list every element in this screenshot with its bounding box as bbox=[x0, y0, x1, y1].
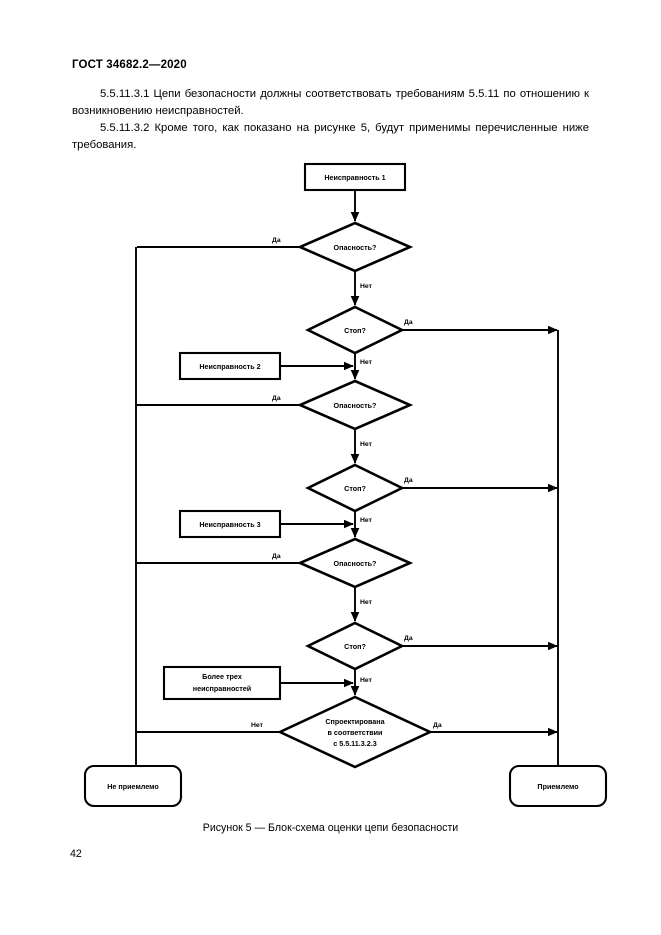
edge-label-danger1-yes: Да bbox=[272, 237, 281, 244]
paragraph-5-5-11-3-1: 5.5.11.3.1 Цепи безопасности должны соот… bbox=[72, 88, 589, 117]
edge-label-stop2-no: Нет bbox=[360, 517, 373, 524]
node-designed-per-clause-diamond bbox=[276, 695, 434, 769]
node-designed-per-clause-label-line2: в соответствии bbox=[328, 728, 383, 737]
node-fault-1-label: Неисправность 1 bbox=[324, 173, 385, 182]
node-more-than-three-faults-label-line1: Более трех bbox=[202, 672, 242, 681]
edge-label-designed-no: Нет bbox=[251, 722, 264, 729]
node-danger-3-label: Опасность? bbox=[334, 559, 377, 568]
edge-label-danger2-yes: Да bbox=[272, 395, 281, 402]
node-not-acceptable-label: Не приемлемо bbox=[107, 782, 159, 791]
node-designed-per-clause-label-line3: с 5.5.11.3.2.3 bbox=[333, 739, 377, 748]
edge-label-stop2-yes: Да bbox=[404, 477, 413, 484]
figure-caption: Рисунок 5 — Блок-схема оценки цепи безоп… bbox=[202, 822, 459, 834]
flowchart-svg: Неисправность 1 Опасность? Да Нет Стоп? … bbox=[83, 162, 608, 808]
page-number: 42 bbox=[70, 848, 82, 860]
node-acceptable-label: Приемлемо bbox=[537, 782, 579, 791]
node-acceptable-box bbox=[508, 764, 608, 808]
figure-5-flowchart: Неисправность 1 Опасность? Да Нет Стоп? … bbox=[0, 150, 661, 820]
paragraph-5-5-11-3-2: 5.5.11.3.2 Кроме того, как показано на р… bbox=[72, 122, 589, 151]
node-danger-2-label: Опасность? bbox=[334, 401, 377, 410]
node-fault-1-box bbox=[303, 162, 407, 192]
node-fault-2-label: Неисправность 2 bbox=[199, 362, 260, 371]
edge-label-danger3-no: Нет bbox=[360, 599, 373, 606]
body-text-block: 5.5.11.3.1 Цепи безопасности должны соот… bbox=[72, 86, 589, 153]
node-stop-3-label: Стоп? bbox=[344, 642, 366, 651]
node-not-acceptable-box bbox=[83, 764, 183, 808]
edge-label-designed-yes: Да bbox=[433, 722, 442, 729]
page-header-standard-number: ГОСТ 34682.2—2020 bbox=[72, 59, 187, 71]
edge-label-stop1-yes: Да bbox=[404, 319, 413, 326]
edge-label-danger3-yes: Да bbox=[272, 553, 281, 560]
node-more-than-three-faults-label-line2: неисправностей bbox=[193, 684, 251, 693]
node-designed-per-clause-label-line1: Спроектирована bbox=[325, 717, 385, 726]
node-stop-1-label: Стоп? bbox=[344, 326, 366, 335]
node-fault-3-label: Неисправность 3 bbox=[199, 520, 260, 529]
edge-label-stop1-no: Нет bbox=[360, 359, 373, 366]
edge-label-danger1-no: Нет bbox=[360, 283, 373, 290]
edge-label-stop3-no: Нет bbox=[360, 677, 373, 684]
edge-label-stop3-yes: Да bbox=[404, 635, 413, 642]
node-danger-1-label: Опасность? bbox=[334, 243, 377, 252]
edge-label-danger2-no: Нет bbox=[360, 441, 373, 448]
node-stop-2-label: Стоп? bbox=[344, 484, 366, 493]
